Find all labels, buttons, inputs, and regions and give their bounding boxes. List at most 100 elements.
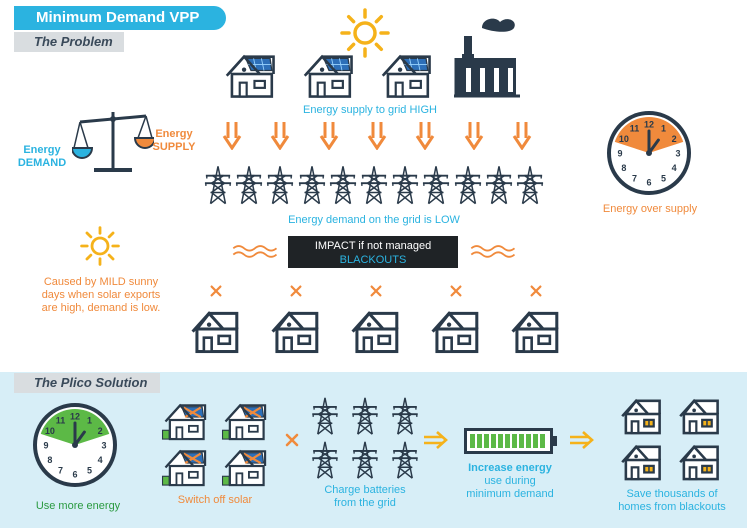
clock-number: 1: [87, 415, 92, 425]
pylon-icon: [422, 164, 450, 206]
lit-house-icon: [616, 438, 668, 482]
x-mark-icon: [209, 284, 223, 298]
lit-house-icon: [674, 438, 726, 482]
x-mark-icon: [529, 284, 543, 298]
solar-house-icon: [220, 48, 282, 100]
saved-houses: [616, 392, 728, 482]
clock-number: 6: [72, 470, 77, 480]
charge-line1: Charge batteries: [324, 484, 406, 496]
use-more-energy-label: Use more energy: [35, 500, 121, 512]
section-heading-problem: The Problem: [14, 32, 124, 52]
demand-label: Energy DEMAND: [12, 144, 72, 170]
clock-number: 3: [675, 149, 680, 159]
lit-house-icon: [616, 392, 668, 436]
blackout-house: [426, 284, 486, 354]
clock-number: 10: [619, 134, 629, 144]
factory-icon: [454, 18, 520, 98]
demand-label-line2: DEMAND: [17, 157, 67, 169]
double-arrow-icon: [422, 430, 450, 450]
pylon-icon: [310, 440, 340, 480]
solar-house-icon: [376, 48, 438, 100]
clock-number: 8: [621, 163, 626, 173]
clock-number: 7: [58, 466, 63, 476]
pylon-icon: [454, 164, 482, 206]
clock-center: [646, 150, 652, 156]
pylon-icon: [329, 164, 357, 206]
save-homes-label: Save thousands of homes from blackouts: [604, 488, 740, 514]
clock-number: 4: [672, 163, 677, 173]
supply-label-line2: SUPPLY: [152, 141, 196, 153]
clock-center: [72, 442, 78, 448]
arrow-down-icon: [415, 122, 435, 150]
arrow-down-icon: [512, 122, 532, 150]
pylon-grid: [310, 396, 420, 480]
blackout-house: [186, 284, 246, 354]
arrow-down-icon: [222, 122, 242, 150]
pylon-icon: [390, 396, 420, 436]
solar-house-icon: [298, 48, 360, 100]
x-mark-icon: [449, 284, 463, 298]
clock-number: 3: [101, 441, 106, 451]
house-icon: [266, 303, 326, 355]
pylon-icon: [391, 164, 419, 206]
clock-number: 7: [632, 174, 637, 184]
pylon-icon: [298, 164, 326, 206]
pylon-icon: [310, 396, 340, 436]
demand-low-label: Energy demand on the grid is LOW: [288, 214, 460, 226]
down-arrows: [222, 122, 532, 154]
charge-line2: from the grid: [334, 497, 396, 509]
impact-line2: BLACKOUTS: [339, 254, 407, 266]
arrow-down-icon: [367, 122, 387, 150]
cause-line1: Caused by MILD sunny: [43, 276, 159, 288]
pylon-icon: [350, 440, 380, 480]
clock-number: 11: [630, 123, 640, 133]
lit-house-icon: [674, 392, 726, 436]
arrow-down-icon: [464, 122, 484, 150]
clock-number: 2: [672, 134, 677, 144]
section-heading-solution: The Plico Solution: [14, 373, 160, 393]
wave-icon: [230, 242, 278, 260]
x-mark-icon: [289, 284, 303, 298]
solar-off-house-icon: [218, 398, 274, 442]
clock-number: 10: [45, 426, 55, 436]
blackout-houses: [186, 284, 566, 354]
balance-scale-icon: [72, 112, 154, 172]
cause-text: Caused by MILD sunny days when solar exp…: [30, 276, 172, 315]
demand-label-line1: Energy: [23, 144, 61, 156]
charge-batteries-label: Charge batteries from the grid: [300, 484, 430, 510]
blackout-house: [266, 284, 326, 354]
house-icon: [346, 303, 406, 355]
clock-number: 8: [47, 455, 52, 465]
clock-number: 4: [98, 455, 103, 465]
battery-icon: [464, 428, 557, 454]
pylon-icon: [204, 164, 232, 206]
clock-number: 9: [43, 441, 48, 451]
clock-number: 12: [70, 412, 80, 422]
x-mark-icon: [284, 432, 300, 448]
switch-off-solar-label: Switch off solar: [177, 494, 253, 506]
arrow-down-icon: [270, 122, 290, 150]
clock-number: 1: [661, 123, 666, 133]
solar-off-house-icon: [158, 444, 214, 488]
clock-number: 9: [617, 149, 622, 159]
house-icon: [506, 303, 566, 355]
pylon-icon: [390, 440, 420, 480]
increase-line2: use during: [484, 475, 536, 487]
x-mark-icon: [369, 284, 383, 298]
house-icon: [186, 303, 246, 355]
solar-off-house-icon: [158, 398, 214, 442]
wave-icon: [468, 242, 516, 260]
blackout-house: [346, 284, 406, 354]
clock-number: 2: [98, 426, 103, 436]
supply-high-label: Energy supply to grid HIGH: [303, 104, 437, 116]
supply-label: Energy SUPPLY: [146, 128, 202, 154]
switch-off-houses: [158, 398, 278, 488]
pylon-row: [204, 164, 544, 208]
clock-number: 12: [644, 120, 654, 130]
energy-over-supply-label: Energy over supply: [602, 203, 698, 215]
pylon-icon: [266, 164, 294, 206]
save-line1: Save thousands of: [626, 488, 718, 500]
impact-box: IMPACT if not managed BLACKOUTS: [288, 236, 458, 268]
cause-line3: are high, demand is low.: [41, 302, 161, 314]
